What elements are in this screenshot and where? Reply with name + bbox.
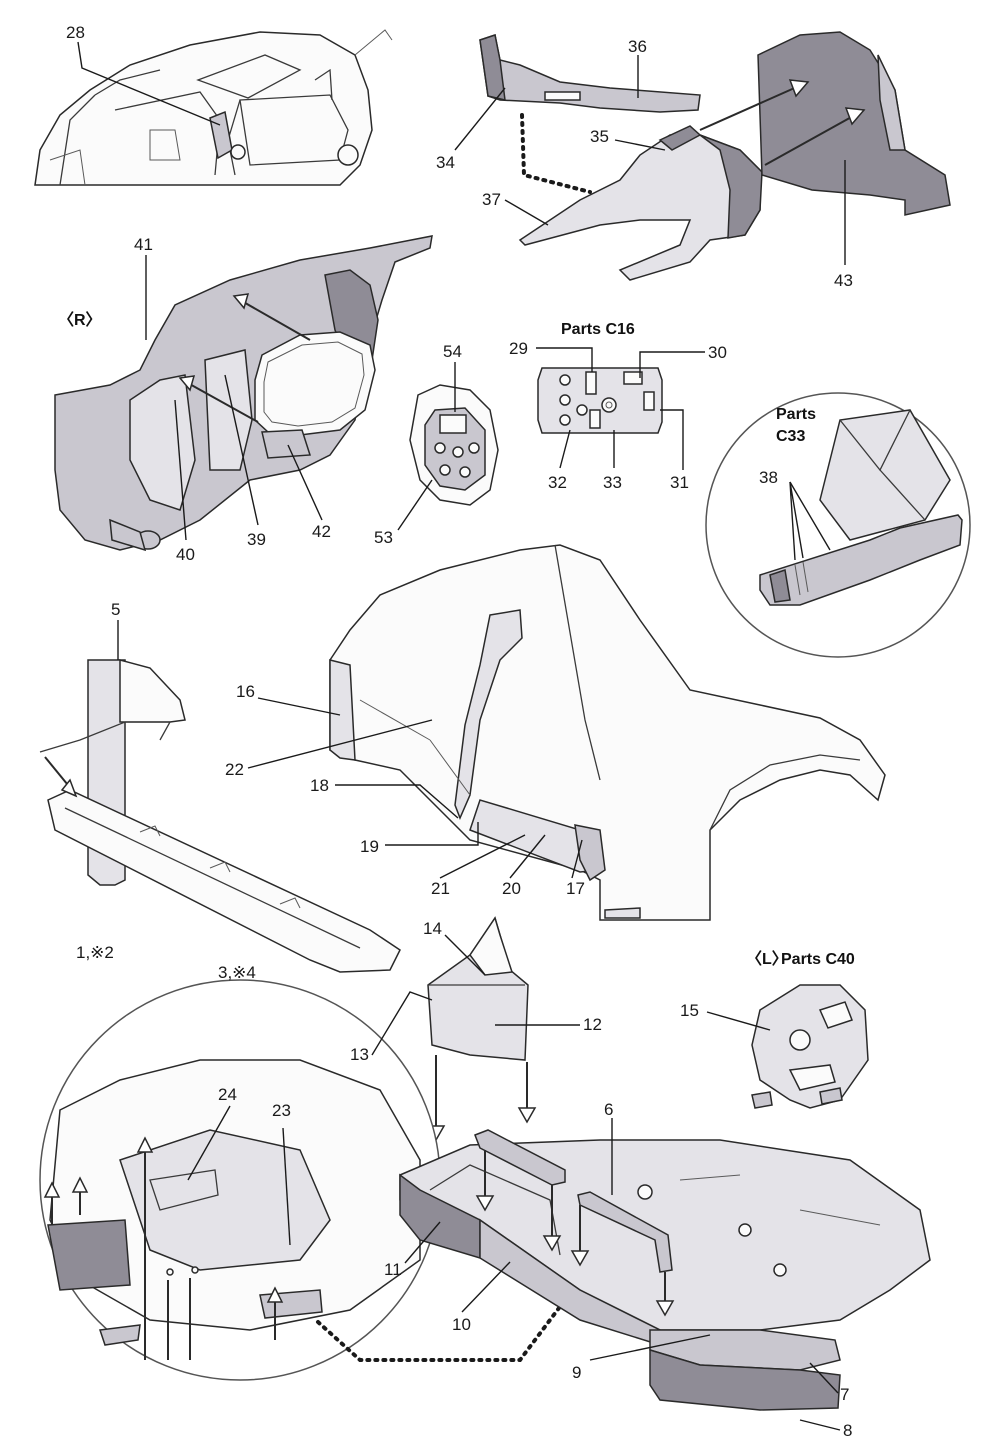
part-label: 20 bbox=[502, 879, 521, 898]
assembly-arrow-icon bbox=[136, 1136, 154, 1153]
part-label: 37 bbox=[482, 190, 501, 209]
part-label: 53 bbox=[374, 528, 393, 547]
part-label: 22 bbox=[225, 760, 244, 779]
part-label: 43 bbox=[834, 271, 853, 290]
assembly-arrow-icon bbox=[71, 1176, 89, 1193]
heading-parts-c40: Parts C40 bbox=[781, 951, 855, 968]
heading-parts-c33-line2: C33 bbox=[776, 428, 805, 445]
assembly-arrow-icon bbox=[542, 1235, 562, 1252]
right-sidepod-drawing bbox=[54, 235, 433, 552]
part-label: 6 bbox=[604, 1100, 613, 1119]
part-label: 34 bbox=[436, 153, 455, 172]
part-label: 18 bbox=[310, 776, 329, 795]
part-label: 38 bbox=[759, 468, 778, 487]
part-label: 3,※4 bbox=[218, 963, 256, 982]
parts-c16-plate-drawing bbox=[537, 367, 663, 434]
part-label: 30 bbox=[708, 343, 727, 362]
assembly-arrow-icon bbox=[570, 1250, 590, 1267]
part-label: 42 bbox=[312, 522, 331, 541]
parts-c33-detail-circle bbox=[705, 392, 971, 658]
heading-parts-c33-line1: Parts bbox=[776, 406, 816, 423]
assembly-arrow-icon bbox=[475, 1195, 495, 1212]
floor-detail-circle bbox=[39, 979, 567, 1381]
part-label: 40 bbox=[176, 545, 195, 564]
bargeboard-drawing bbox=[426, 916, 537, 1142]
nose-floor-drawing bbox=[399, 1129, 931, 1411]
part-label: 10 bbox=[452, 1315, 471, 1334]
part-label: 15 bbox=[680, 1001, 699, 1020]
part-label: 35 bbox=[590, 127, 609, 146]
part-label: 28 bbox=[66, 23, 85, 42]
heading-right-side: 〈R〉 bbox=[58, 311, 102, 329]
part-label: 7 bbox=[840, 1385, 849, 1404]
part-label: 14 bbox=[423, 919, 442, 938]
assembly-arrow-icon bbox=[788, 79, 810, 98]
assembly-arrow-icon bbox=[655, 1300, 675, 1317]
section-headings: 〈R〉 Parts C16 Parts C33 〈L〉 Parts C40 bbox=[58, 311, 855, 968]
part-label: 29 bbox=[509, 339, 528, 358]
part-label: 8 bbox=[843, 1421, 852, 1440]
assembly-arrow-icon bbox=[517, 1107, 537, 1124]
assembly-arrow-icon bbox=[232, 293, 250, 310]
part-label: 21 bbox=[431, 879, 450, 898]
part-label: 12 bbox=[583, 1015, 602, 1034]
heading-left-side: 〈L〉 bbox=[746, 950, 788, 968]
dotted-connector bbox=[520, 113, 592, 194]
part-label: 13 bbox=[350, 1045, 369, 1064]
part-label: 19 bbox=[360, 837, 379, 856]
seat-frame-drawing bbox=[479, 31, 951, 281]
leader-lines bbox=[77, 41, 846, 1431]
part-label: 32 bbox=[548, 473, 567, 492]
steering-wheel-drawing bbox=[409, 384, 499, 506]
part-label: 16 bbox=[236, 682, 255, 701]
part-label: 31 bbox=[670, 473, 689, 492]
cockpit-dashboard-drawing bbox=[34, 29, 393, 186]
part-label: 5 bbox=[111, 600, 120, 619]
part-number-labels: 28 36 34 35 37 43 41 40 39 42 54 53 29 3… bbox=[66, 23, 853, 1440]
heading-parts-c16: Parts C16 bbox=[561, 321, 635, 338]
assembly-arrow-icon bbox=[60, 778, 78, 798]
part-label: 24 bbox=[218, 1085, 237, 1104]
part-label: 36 bbox=[628, 37, 647, 56]
part-label: 11 bbox=[384, 1260, 402, 1279]
part-label: 54 bbox=[443, 342, 462, 361]
assembly-arrow-icon bbox=[844, 107, 866, 126]
part-label: 1,※2 bbox=[76, 943, 114, 962]
part-label: 17 bbox=[566, 879, 585, 898]
dotted-connector bbox=[316, 1298, 567, 1362]
side-bodywork-drawing bbox=[329, 544, 886, 921]
part-label: 23 bbox=[272, 1101, 291, 1120]
part-label: 9 bbox=[572, 1363, 581, 1382]
assembly-arrow-icon bbox=[178, 375, 196, 392]
parts-c40-disk-drawing bbox=[751, 984, 869, 1109]
part-label: 41 bbox=[134, 235, 153, 254]
part-label: 33 bbox=[603, 473, 622, 492]
assembly-arrow-icon bbox=[43, 1181, 61, 1198]
floor-panel-drawing bbox=[39, 659, 401, 973]
part-label: 39 bbox=[247, 530, 266, 549]
assembly-arrow-icon bbox=[266, 1286, 284, 1303]
